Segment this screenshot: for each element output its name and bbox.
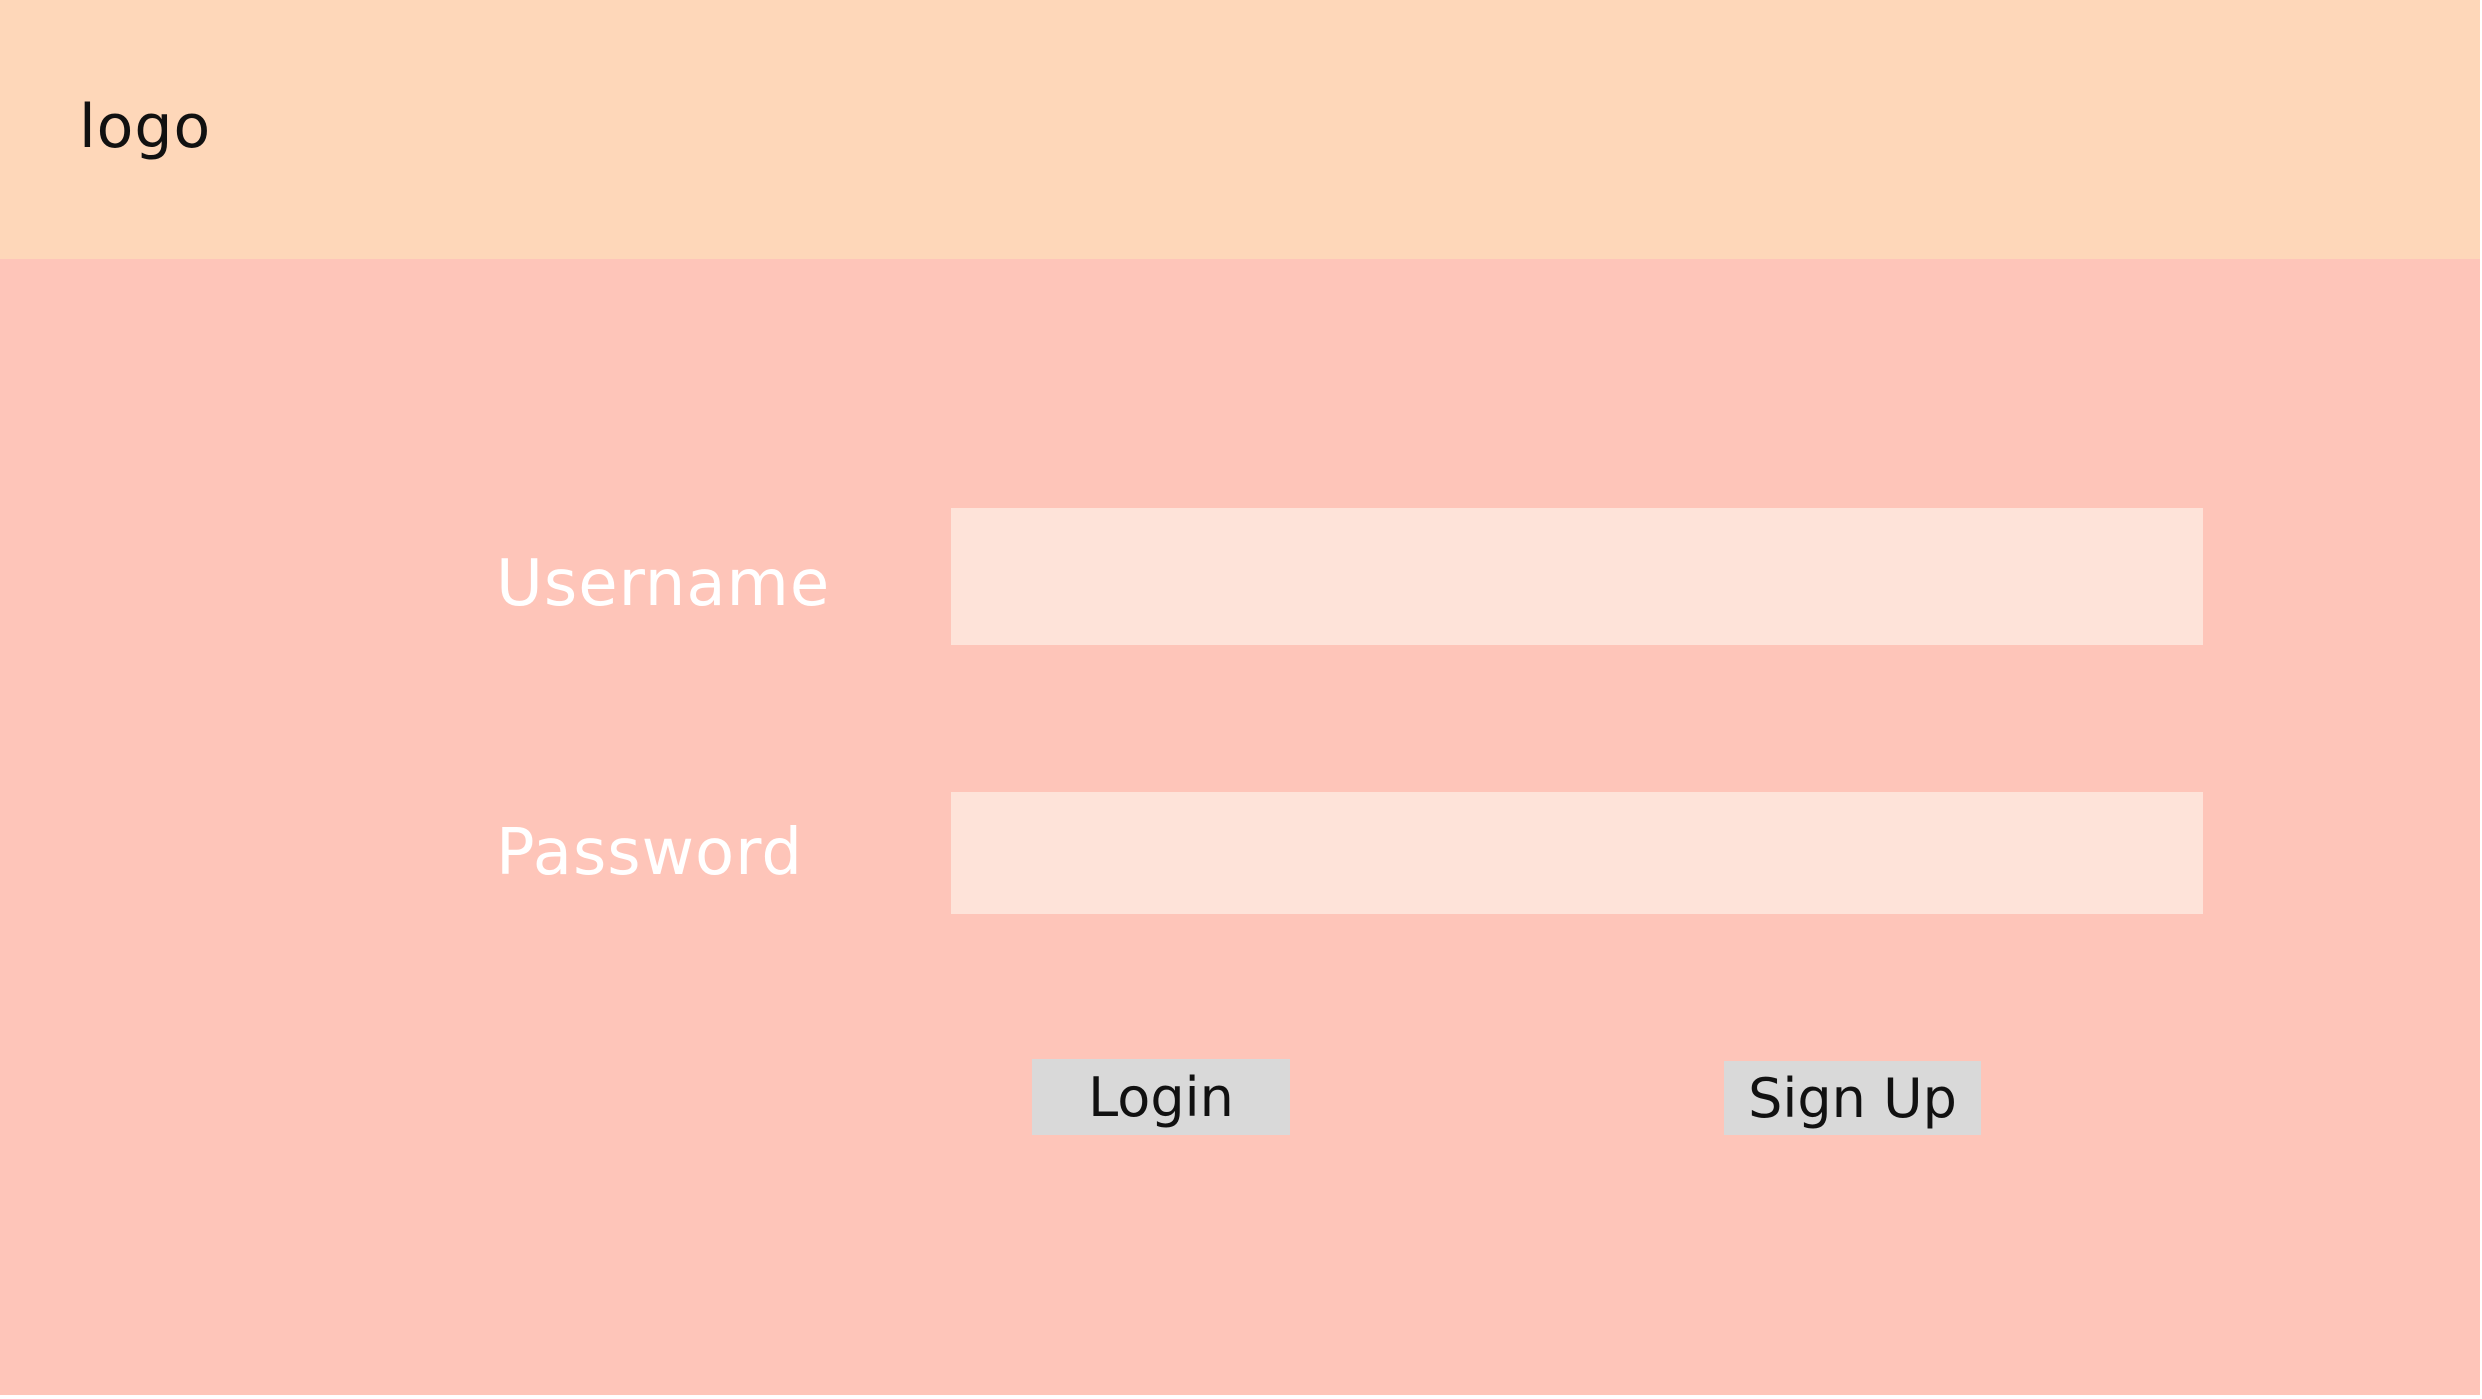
login-button[interactable]: Login xyxy=(1032,1059,1290,1135)
login-panel: Username Password Login Sign Up xyxy=(0,259,2480,1395)
right-edge-border xyxy=(2480,0,2482,1399)
username-input[interactable] xyxy=(951,508,2203,645)
bottom-edge-border xyxy=(0,1395,2482,1399)
sign-up-button[interactable]: Sign Up xyxy=(1724,1061,1981,1135)
password-label: Password xyxy=(496,816,803,890)
username-label: Username xyxy=(496,547,831,621)
logo: logo xyxy=(79,92,212,162)
password-input[interactable] xyxy=(951,792,2203,914)
top-header: logo xyxy=(0,0,2480,259)
